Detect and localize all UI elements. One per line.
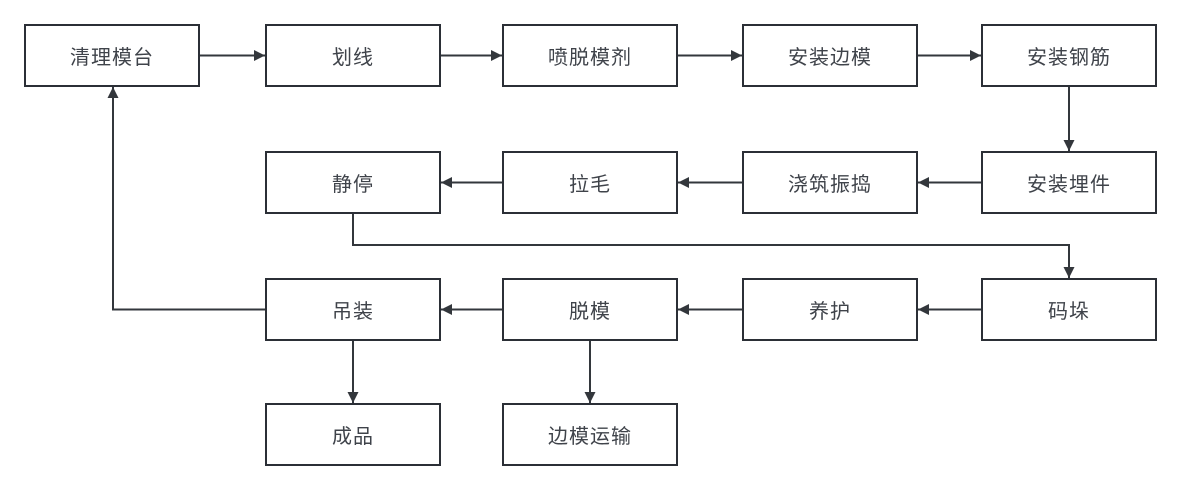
node-marking: 划线 xyxy=(265,24,441,87)
node-pour-and-vibrate: 浇筑振捣 xyxy=(742,151,918,214)
node-resting: 静停 xyxy=(265,151,441,214)
node-stacking: 码垛 xyxy=(981,278,1157,341)
node-side-mold-transport: 边模运输 xyxy=(502,403,678,466)
node-hoisting: 吊装 xyxy=(265,278,441,341)
node-curing: 养护 xyxy=(742,278,918,341)
node-clean-mold-table: 清理模台 xyxy=(24,24,200,87)
node-roughening: 拉毛 xyxy=(502,151,678,214)
node-install-embeds: 安装埋件 xyxy=(981,151,1157,214)
edge-resting-to-stacking xyxy=(352,214,1075,278)
node-install-rebar: 安装钢筋 xyxy=(981,24,1157,87)
edge-hoisting-to-clean-loop xyxy=(107,87,265,311)
node-spray-release-agent: 喷脱模剂 xyxy=(502,24,678,87)
node-finished-product: 成品 xyxy=(265,403,441,466)
node-demolding: 脱模 xyxy=(502,278,678,341)
node-install-side-molds: 安装边模 xyxy=(742,24,918,87)
